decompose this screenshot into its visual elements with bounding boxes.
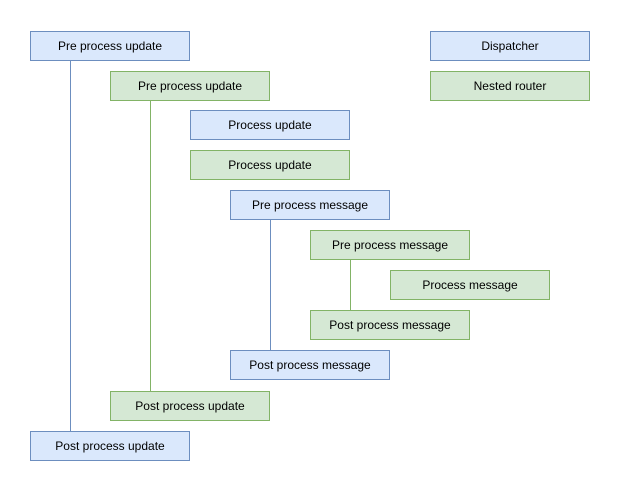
node-nested-router-legend: Nested router [430,71,590,101]
node-pre-process-update-nested: Pre process update [110,71,270,101]
connector-dispatcher-update-span [70,61,71,431]
node-process-update-dispatcher: Process update [190,110,350,140]
node-pre-process-update-dispatcher: Pre process update [30,31,190,61]
node-pre-process-message-dispatcher: Pre process message [230,190,390,220]
node-post-process-update-nested: Post process update [110,391,270,421]
node-process-message-nested: Process message [390,270,550,300]
node-post-process-update-dispatcher: Post process update [30,431,190,461]
node-post-process-message-nested: Post process message [310,310,470,340]
connector-dispatcher-message-span [270,220,271,350]
node-dispatcher-legend: Dispatcher [430,31,590,61]
node-pre-process-message-nested: Pre process message [310,230,470,260]
node-process-update-nested: Process update [190,150,350,180]
connector-nested-message-span [350,260,351,310]
connector-nested-update-span [150,101,151,391]
node-post-process-message-dispatcher: Post process message [230,350,390,380]
